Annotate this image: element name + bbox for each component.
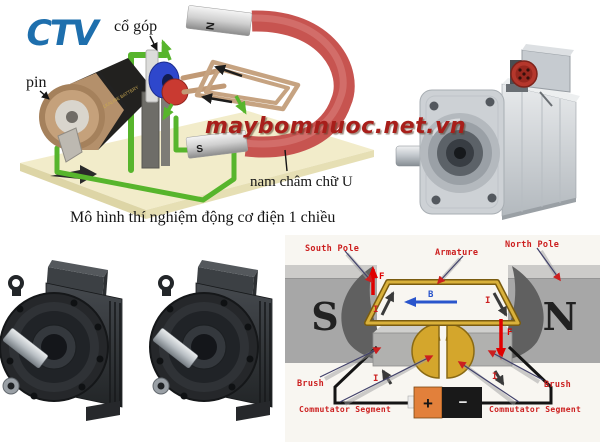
- industrial-motors-photo: [0, 235, 285, 442]
- force-f-right: F: [507, 328, 513, 338]
- battery-label: pin: [26, 74, 46, 91]
- battery-cell: + −: [407, 386, 482, 419]
- label-commutator-right: Commutator Segment: [489, 405, 581, 414]
- label-brush-right: Brush: [544, 380, 571, 390]
- svg-text:CTV: CTV: [22, 13, 103, 54]
- industrial-motor-1: [0, 258, 124, 423]
- magnet-north-tip: N: [185, 5, 253, 36]
- armature-loop: [364, 279, 521, 326]
- current-direction-arrows: [201, 64, 243, 104]
- experiment-caption: Mô hình thí nghiệm động cơ điện 1 chiều: [70, 209, 335, 226]
- magnet-s-label: S: [196, 144, 204, 156]
- label-commutator-left: Commutator Segment: [299, 405, 391, 414]
- current-i-2: I: [485, 296, 491, 306]
- u-magnet: N S: [185, 5, 355, 159]
- commutator-pointer: [149, 35, 158, 51]
- force-arrows: [161, 39, 247, 121]
- servo-connector: [506, 44, 574, 107]
- pointer-lines: [319, 247, 561, 403]
- battery: ALKALINE BATTERY: [39, 58, 152, 163]
- dc-principle-diagram: S N + −: [285, 235, 600, 442]
- ctv-logo: CTV: [22, 13, 103, 54]
- magnet-south-tip: S: [185, 130, 249, 159]
- label-armature: Armature: [435, 248, 478, 258]
- current-i-3: I: [373, 374, 379, 384]
- force-f-left: F: [379, 272, 385, 282]
- battery-plus-label: +: [423, 394, 433, 413]
- industrial-motor-2: [148, 258, 274, 423]
- servo-motor-photo: [390, 0, 600, 232]
- north-pole-block: [487, 265, 600, 363]
- experiment-diagram-panel: N S ALKALINE BATTERY: [0, 0, 390, 232]
- circuit-wires: [333, 345, 553, 405]
- pole-n-letter: N: [543, 294, 578, 339]
- current-i-1: I: [373, 305, 379, 315]
- current-arrows: [380, 291, 508, 386]
- commutator-label: cổ góp: [114, 18, 157, 35]
- pole-s-letter: S: [311, 294, 338, 339]
- magnet-pointer: [284, 149, 288, 172]
- label-north-pole: North Pole: [505, 240, 559, 250]
- battery-pointer: [39, 90, 50, 100]
- label-brush-left: Brush: [297, 379, 324, 389]
- rotor-coil: [194, 59, 301, 112]
- magnet-label: nam châm chữ U: [250, 174, 353, 190]
- magnet-n-label: N: [203, 21, 216, 30]
- battery-minus-label: −: [459, 394, 468, 411]
- current-i-4: I: [492, 372, 498, 382]
- label-south-pole: South Pole: [305, 244, 359, 254]
- field-b-label: B: [428, 290, 434, 300]
- battery-contact-clip: [57, 127, 83, 163]
- watermark-text: maybomnuoc.net.vn: [205, 114, 467, 139]
- stand-post: [141, 91, 170, 169]
- servo-motor: [395, 44, 580, 220]
